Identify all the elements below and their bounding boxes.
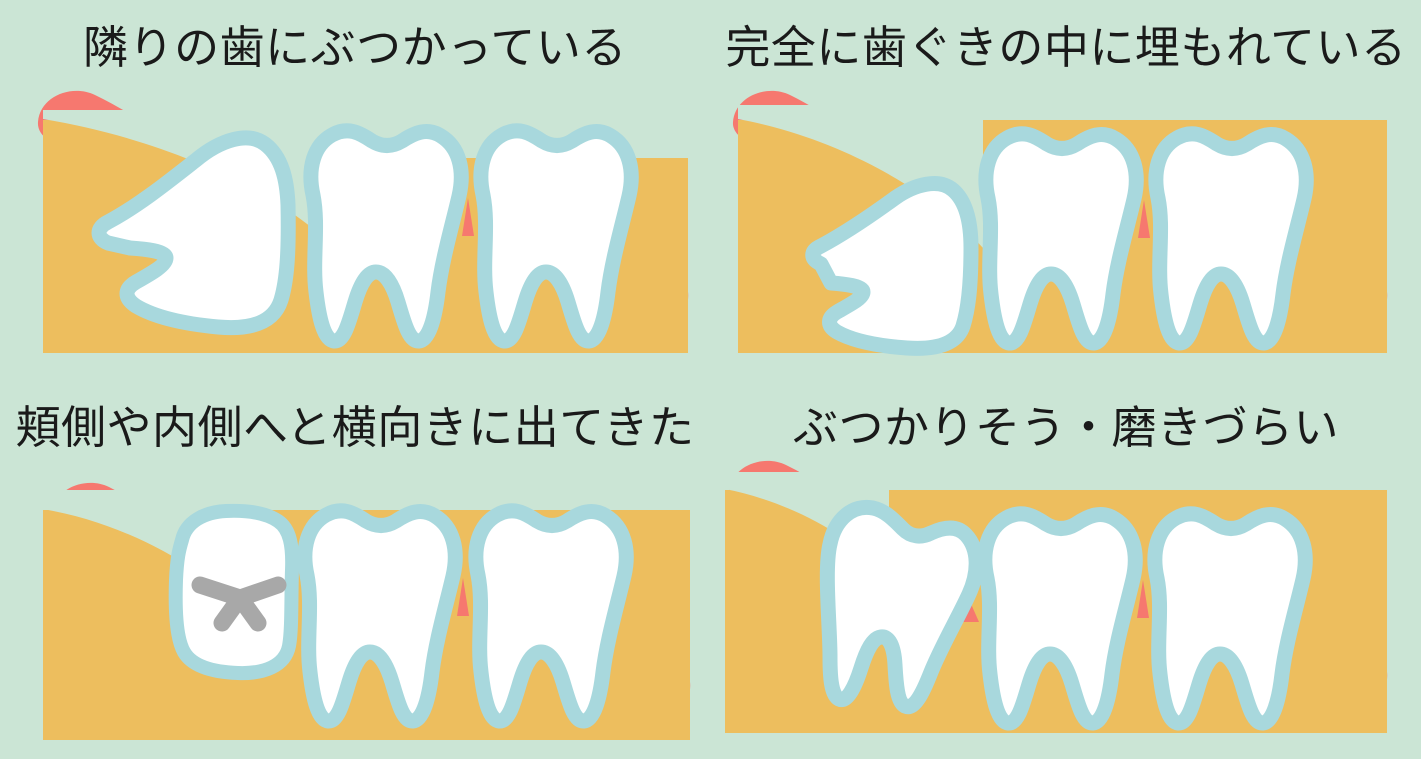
molar-second [978,126,1144,351]
panel-crowding-hard-to-brush: ぶつかりそう・磨きづらい [711,380,1421,759]
wisdom-tooth-impacted [91,130,296,336]
gum-papilla-1 [462,198,474,236]
molar-first [1147,506,1313,731]
panel-illustration [43,482,691,740]
panel-title: 頬側や内側へと横向きに出てきた [15,401,695,454]
fissure-x-mark [191,576,287,632]
molar-first [468,503,634,729]
panel-illustration [725,460,1388,733]
bone-slope-cut [725,472,889,576]
molar-first [1148,126,1314,351]
panel-adjacent-collision: 隣りの歯にぶつかっている [0,0,710,379]
molar-second [977,506,1143,731]
panel-title: ぶつかりそう・磨きづらい [792,401,1339,454]
panel-title: 完全に歯ぐきの中に埋もれている [725,21,1407,74]
molar-second [297,503,463,729]
panel-illustration [732,90,1388,356]
molar-first [473,123,639,349]
molar-second [303,123,469,349]
gum-papilla-1 [457,578,469,616]
panel-sideways-buccal-lingual: 頬側や内側へと横向きに出てきた [0,380,710,759]
bone-slope-cut [738,105,983,248]
wisdom-tooth-tilted [819,499,984,715]
panel-fully-buried: 完全に歯ぐきの中に埋もれている [711,0,1421,379]
gum-papilla-1 [1138,200,1150,238]
panel-title: 隣りの歯にぶつかっている [83,21,627,74]
wisdom-tooth-buried [805,176,979,356]
gum-papilla-1 [1137,580,1149,618]
panel-illustration [37,90,689,353]
